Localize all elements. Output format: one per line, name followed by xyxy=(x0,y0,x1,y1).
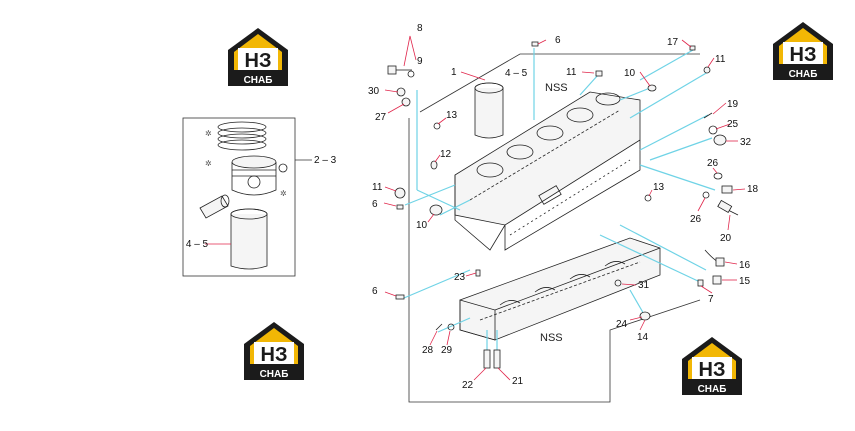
group-frame xyxy=(408,118,701,403)
brand-logo-top-right: НЗ СНАБ xyxy=(773,22,833,80)
logo-caption: СНАБ xyxy=(789,69,818,80)
callout-32: 32 xyxy=(740,137,752,148)
callout-17: 17 xyxy=(667,37,679,48)
piston xyxy=(231,155,277,196)
svg-text:✲: ✲ xyxy=(280,189,287,198)
brand-logo-bottom-right: НЗ СНАБ xyxy=(682,337,742,395)
callout-13-left: 13 xyxy=(446,110,458,121)
brand-logo-bottom-left: НЗ СНАБ xyxy=(244,322,304,380)
snap-ring xyxy=(278,163,288,173)
cylinder-liner xyxy=(474,82,504,139)
logo-mark: НЗ xyxy=(790,44,817,66)
callout-21: 21 xyxy=(512,376,524,387)
callout-12: 12 xyxy=(440,149,452,160)
logo-caption: СНАБ xyxy=(698,384,727,395)
svg-text:✲: ✲ xyxy=(205,159,212,168)
callout-31: 31 xyxy=(638,280,650,291)
crankcase-lower xyxy=(459,237,661,341)
callout-4-5-top: 4 – 5 xyxy=(505,68,528,79)
nss-label-bottom: NSS xyxy=(540,332,563,344)
svg-text:✲: ✲ xyxy=(205,129,212,138)
callout-11-mid: 11 xyxy=(566,67,577,78)
callout-26-top: 26 xyxy=(707,158,719,169)
callout-4-5-inset: 4 – 5 xyxy=(186,239,209,250)
callout-1: 1 xyxy=(451,67,457,78)
logo-mark: НЗ xyxy=(261,344,288,366)
small-parts xyxy=(387,41,739,369)
callout-23: 23 xyxy=(454,272,466,283)
callout-6-top: 6 xyxy=(555,35,561,46)
callout-10-top: 10 xyxy=(624,68,636,79)
callout-6-left: 6 xyxy=(372,199,378,210)
callout-10-left: 10 xyxy=(416,220,428,231)
callout-13-right: 13 xyxy=(653,182,665,193)
logo-caption: СНАБ xyxy=(260,369,289,380)
callout-7: 7 xyxy=(708,294,714,305)
callout-18: 18 xyxy=(747,184,759,195)
callout-28: 28 xyxy=(422,345,434,356)
leader-lines xyxy=(383,35,746,381)
callout-numbers: 8 9 1 4 – 5 6 17 11 11 10 30 27 13 19 25… xyxy=(368,23,759,391)
callout-11-left: 11 xyxy=(372,182,383,193)
callout-29: 29 xyxy=(441,345,453,356)
callout-6-bottom: 6 xyxy=(372,286,378,297)
callout-22: 22 xyxy=(462,380,474,391)
piston-rings xyxy=(217,121,267,151)
piston-pin xyxy=(199,194,230,219)
logo-mark: НЗ xyxy=(245,50,272,72)
callout-26-bottom: 26 xyxy=(690,214,702,225)
callout-11-top-right: 11 xyxy=(715,54,726,65)
callout-8: 8 xyxy=(417,23,423,34)
brand-logo-top-left: НЗ СНАБ xyxy=(228,28,288,86)
cylinder-liner-inset xyxy=(230,208,268,270)
piston-inset: ✲ ✲ ✲ 2 – 3 4 – 5 xyxy=(182,117,337,277)
callout-16: 16 xyxy=(739,260,751,271)
callout-9: 9 xyxy=(417,56,423,67)
callout-19: 19 xyxy=(727,99,739,110)
logo-caption: СНАБ xyxy=(244,75,273,86)
callout-24: 24 xyxy=(616,319,628,330)
callout-30: 30 xyxy=(368,86,380,97)
callout-2-3: 2 – 3 xyxy=(314,155,337,166)
cylinder-block xyxy=(454,91,641,251)
logo-mark: НЗ xyxy=(699,359,726,381)
callout-15: 15 xyxy=(739,276,751,287)
callout-14: 14 xyxy=(637,332,649,343)
nss-label-top: NSS xyxy=(545,82,568,94)
inset-frame xyxy=(182,117,296,277)
callout-27: 27 xyxy=(375,112,387,123)
callout-25: 25 xyxy=(727,119,739,130)
callout-20: 20 xyxy=(720,233,732,244)
